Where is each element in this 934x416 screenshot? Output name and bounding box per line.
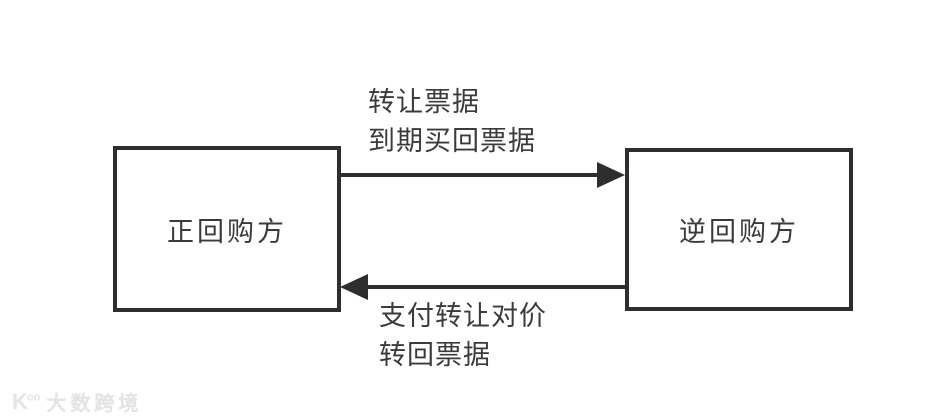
node-label: 正回购方 bbox=[167, 216, 287, 247]
watermark-logo-icon: Koo bbox=[12, 388, 41, 414]
arrow-line-top bbox=[340, 173, 600, 177]
watermark: Koo 大数跨境 bbox=[12, 387, 142, 416]
bottom-arrow-label-line1: 支付转让对价 bbox=[379, 301, 547, 331]
top-arrow-label: 转让票据 到期买回票据 bbox=[368, 83, 536, 161]
node-label: 逆回购方 bbox=[679, 217, 799, 247]
bottom-arrow-label-line2: 转回票据 bbox=[379, 340, 491, 370]
arrow-line-bottom bbox=[366, 285, 625, 289]
arrowhead-right-icon bbox=[597, 162, 625, 188]
top-arrow-label-line2: 到期买回票据 bbox=[368, 126, 536, 156]
watermark-text: 大数跨境 bbox=[46, 393, 143, 415]
node-reverse-repo-party: 逆回购方 bbox=[625, 148, 853, 311]
top-arrow-label-line1: 转让票据 bbox=[368, 87, 480, 117]
arrowhead-left-icon bbox=[340, 274, 368, 300]
bottom-arrow-label: 支付转让对价 转回票据 bbox=[379, 297, 547, 375]
node-forward-repo-party: 正回购方 bbox=[113, 146, 341, 312]
